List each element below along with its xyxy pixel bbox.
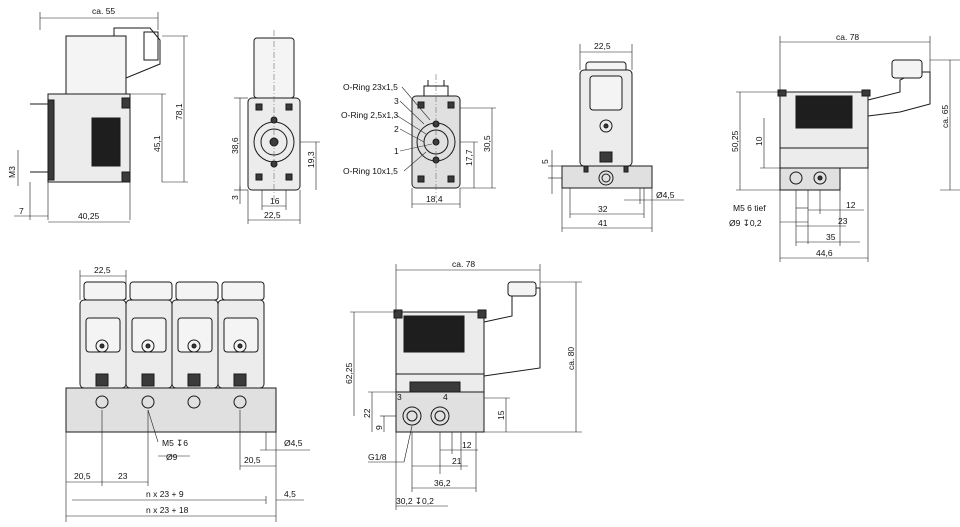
- side-view-left: ca. 55 78,1 45,1 M3 7 40,25: [7, 6, 188, 223]
- body-edge: [47, 99, 55, 181]
- base-plate: [779, 167, 841, 191]
- dim-n23-18: n x 23 + 18: [146, 505, 189, 515]
- dim-width: ca. 78: [452, 259, 475, 269]
- front-view-narrow: 38,6 19,3 3 16 22,5: [230, 30, 320, 224]
- dim-height: ca. 65: [940, 105, 950, 128]
- dim-23: 23: [838, 216, 848, 226]
- port-3: 3: [397, 392, 402, 402]
- dim-21: 21: [452, 456, 462, 466]
- manifold-base: [65, 387, 277, 433]
- dim-left: 7: [19, 206, 24, 216]
- side-view-right: ca. 78 ca. 65 50,25 10 M5 6 tief Ø9 ↧0,2…: [729, 32, 960, 262]
- manifold-view: 22,5 M5 ↧6 Ø9 Ø4,5 20,5 23 20,5 n x 23 +…: [65, 265, 310, 522]
- dim-205-left: 20,5: [74, 471, 91, 481]
- dim-top: 22,5: [594, 41, 611, 51]
- dim-n23-9: n x 23 + 9: [146, 489, 184, 499]
- valve-3: [171, 281, 219, 409]
- dim-left: 5: [540, 159, 550, 164]
- valve-2: [125, 281, 173, 409]
- dim-base: 40,25: [78, 211, 100, 221]
- dim-height: ca. 80: [566, 347, 576, 370]
- valve-4: [217, 281, 265, 409]
- dim-width: ca. 78: [836, 32, 859, 42]
- valve-1: [79, 281, 127, 409]
- side-view-bottom: 3 4 ca. 78 ca. 80 62,25 22 15 9 G1/8 12 …: [344, 259, 582, 510]
- label-num-3: 3: [394, 96, 399, 106]
- dim-205-right: 20,5: [244, 455, 261, 465]
- label-oring-2: O-Ring 2,5x1,3: [341, 110, 398, 120]
- dim-12: 12: [846, 200, 856, 210]
- dim-45: 4,5: [284, 489, 296, 499]
- dim-width: 22,5: [264, 210, 281, 220]
- label-oring-1: O-Ring 23x1,5: [343, 82, 398, 92]
- dim-a: 50,25: [730, 130, 740, 152]
- port-label: Ø9: [166, 452, 178, 462]
- thread-label: M5 6 tief: [733, 203, 766, 213]
- label-num-1: 1: [394, 146, 399, 156]
- dim-width: ca. 55: [92, 6, 115, 16]
- hole-label: Ø4,5: [284, 438, 303, 448]
- port-label: Ø9 ↧0,2: [729, 218, 762, 228]
- dim-35: 35: [826, 232, 836, 242]
- dim-height-mid: 45,1: [152, 135, 162, 152]
- coil-window: [795, 95, 853, 129]
- dim-thread: M3: [7, 166, 17, 178]
- port-4: 4: [443, 392, 448, 402]
- dim-23: 23: [118, 471, 128, 481]
- coil-window: [91, 117, 121, 167]
- dim-center: 19,3: [306, 151, 316, 168]
- dim-height-b: 30,5: [482, 135, 492, 152]
- dim-9: 9: [374, 425, 384, 430]
- label-oring-3: O-Ring 10x1,5: [343, 166, 398, 176]
- dim-base: 41: [598, 218, 608, 228]
- dim-12: 12: [462, 440, 472, 450]
- dim-width: 18,4: [426, 194, 443, 204]
- coil-window: [403, 315, 465, 353]
- port-label: 30,2 ↧0,2: [396, 496, 434, 506]
- label-num-2: 2: [394, 124, 399, 134]
- dim-446: 44,6: [816, 248, 833, 258]
- dim-6225: 62,25: [344, 362, 354, 384]
- dim-bottom: 3: [230, 195, 240, 200]
- dim-top: 22,5: [94, 265, 111, 275]
- dim-b: 10: [754, 136, 764, 146]
- dim-inner-width: 16: [270, 196, 280, 206]
- connector-cap: [143, 31, 159, 61]
- seal-view: O-Ring 23x1,5 3 O-Ring 2,5x1,3 2 1 O-Rin…: [341, 74, 496, 208]
- coil-housing: [65, 35, 127, 95]
- dim-height-total: 78,1: [174, 103, 184, 120]
- dim-15: 15: [496, 410, 506, 420]
- dim-height: 38,6: [230, 137, 240, 154]
- dim-22: 22: [362, 408, 372, 418]
- dim-362: 36,2: [434, 478, 451, 488]
- dim-holes: 32: [598, 204, 608, 214]
- thread-label: M5 ↧6: [162, 438, 188, 448]
- thread-label: G1/8: [368, 452, 387, 462]
- dim-hole: Ø4,5: [656, 190, 675, 200]
- connector-plug: [113, 27, 161, 79]
- front-view-base: 22,5 5 Ø4,5 32 41: [540, 41, 684, 232]
- dim-height-a: 17,7: [464, 149, 474, 166]
